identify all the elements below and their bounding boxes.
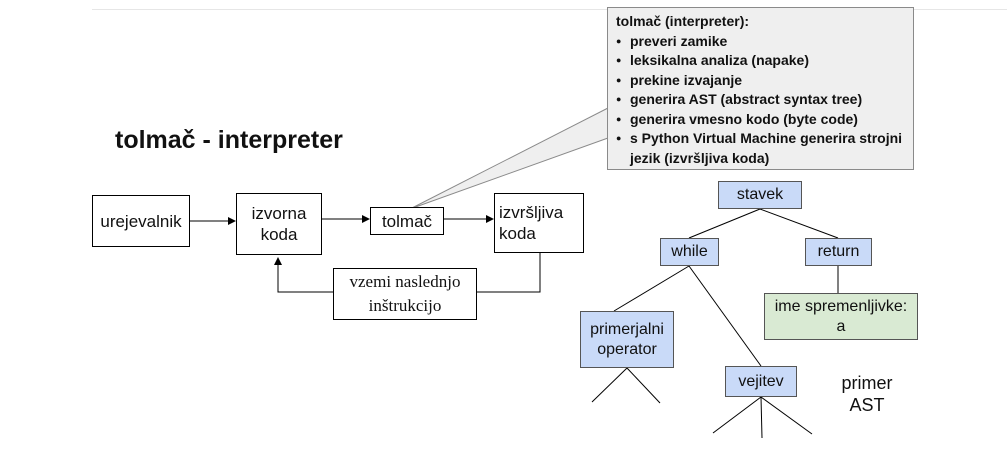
edge-body-left [712, 396, 762, 434]
callout-heading: tolmač (interpreter): [616, 13, 750, 29]
source-code-label: izvorna koda [251, 204, 307, 244]
executable-box: izvršljiva koda [494, 193, 584, 253]
loop-executable-to-next [477, 253, 541, 293]
ast-caption: primer AST [841, 373, 893, 415]
ast-node-variable-label: ime spremenljivke: a [774, 297, 908, 335]
interpreter-label: tolmač [381, 211, 433, 231]
edge-root-return [759, 208, 839, 239]
edge-while-operator [613, 265, 690, 312]
ast-node-body-label: vejitev [738, 372, 784, 390]
callout-item: preveri zamike [616, 32, 907, 52]
callout-list: preveri zamike leksikalna analiza (napak… [616, 32, 907, 169]
top-divider [92, 9, 1007, 10]
callout-item: s Python Virtual Machine generira strojn… [616, 129, 907, 168]
loop-next-to-source [274, 257, 333, 293]
ast-node-operator-label: primerjalni operator [590, 320, 664, 358]
edge-operator-left [591, 367, 628, 403]
ast-node-root-label: stavek [736, 186, 784, 203]
interpreter-callout: tolmač (interpreter): preveri zamike lek… [607, 7, 914, 170]
executable-label: izvršljiva koda [499, 203, 564, 243]
ast-node-operator: primerjalni operator [580, 311, 674, 368]
edge-body-mid [760, 396, 763, 439]
source-code-box: izvorna koda [236, 193, 322, 255]
ast-node-root: stavek [718, 181, 802, 209]
callout-item: leksikalna analiza (napake) [616, 51, 907, 71]
editor-label: urejevalnik [100, 211, 182, 231]
callout-item: generira vmesno kodo (byte code) [616, 110, 907, 130]
callout-item: prekine izvajanje [616, 71, 907, 91]
edge-root-while [688, 208, 761, 239]
callout-item: generira AST (abstract syntax tree) [616, 90, 907, 110]
ast-node-while: while [660, 238, 719, 266]
next-instruction-box: vzemi naslednjo inštrukcijo [333, 268, 477, 320]
ast-node-return-label: return [817, 243, 860, 260]
edge-while-body [688, 265, 762, 367]
next-instruction-label: vzemi naslednjo inštrukcijo [349, 272, 461, 315]
ast-node-return: return [805, 238, 872, 266]
edge-body-right [760, 396, 813, 435]
edge-operator-right [626, 367, 661, 404]
ast-node-body: vejitev [725, 366, 797, 397]
page-title: tolmač - interpreter [115, 126, 343, 154]
ast-node-while-label: while [671, 243, 708, 260]
editor-box: urejevalnik [92, 195, 190, 247]
ast-node-variable: ime spremenljivke: a [764, 293, 918, 340]
interpreter-box: tolmač [370, 207, 444, 235]
